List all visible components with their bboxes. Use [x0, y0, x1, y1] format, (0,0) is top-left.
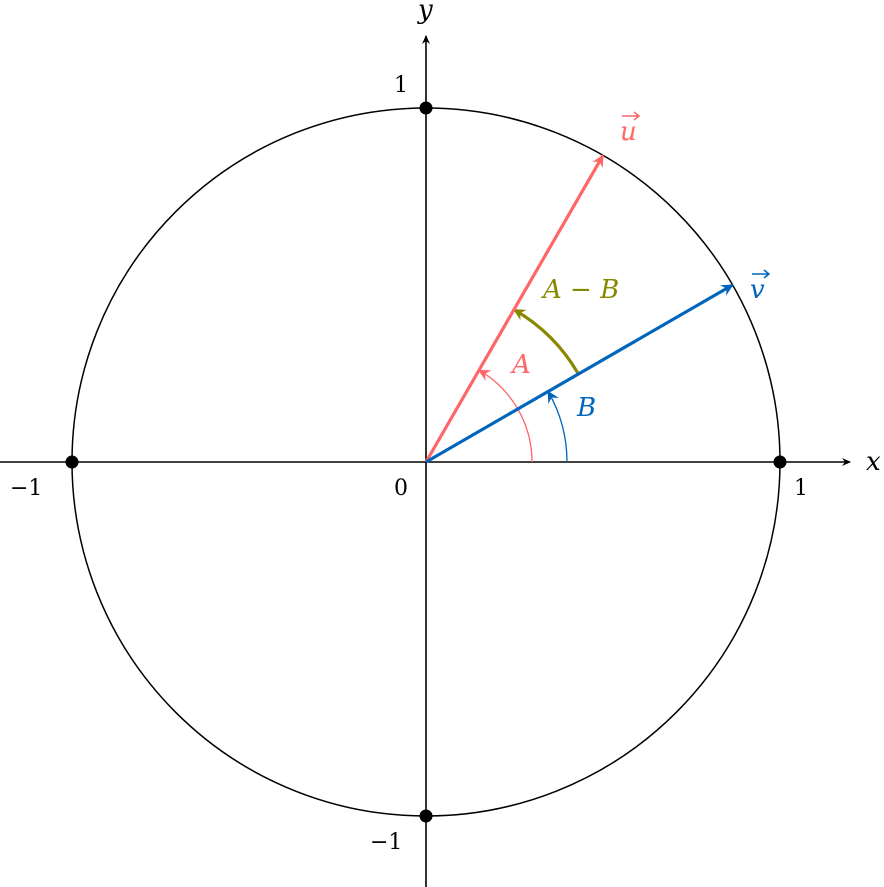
y-axis-label: y [417, 0, 433, 25]
vector-u [424, 154, 605, 463]
angle-a-minus-b-arc [513, 308, 580, 375]
angle-b-label: B [576, 393, 596, 423]
origin-label: 0 [394, 476, 408, 501]
x-tick-1: 1 [794, 476, 808, 501]
vector-u-label: u [620, 111, 641, 147]
unit-point [773, 455, 787, 469]
unit-point [65, 455, 79, 469]
vector-arrow-accent [752, 269, 771, 279]
svg-text:v: v [750, 275, 765, 305]
angle-b-arc [547, 390, 568, 463]
x-tick-neg1: −1 [10, 476, 42, 501]
angle-a-minus-b-label: A − B [541, 275, 619, 305]
y-tick-neg1: −1 [370, 830, 402, 855]
vector-v-label: v [750, 269, 771, 305]
y-tick-1: 1 [394, 73, 408, 98]
angle-a-label: A [510, 350, 531, 380]
svg-text:u: u [620, 117, 637, 147]
unit-point [419, 809, 433, 823]
vector-arrow-accent [622, 111, 641, 121]
x-axis-label: x [866, 447, 881, 477]
unit-points [65, 101, 787, 823]
unit-point [419, 101, 433, 115]
vector-v [425, 283, 734, 464]
